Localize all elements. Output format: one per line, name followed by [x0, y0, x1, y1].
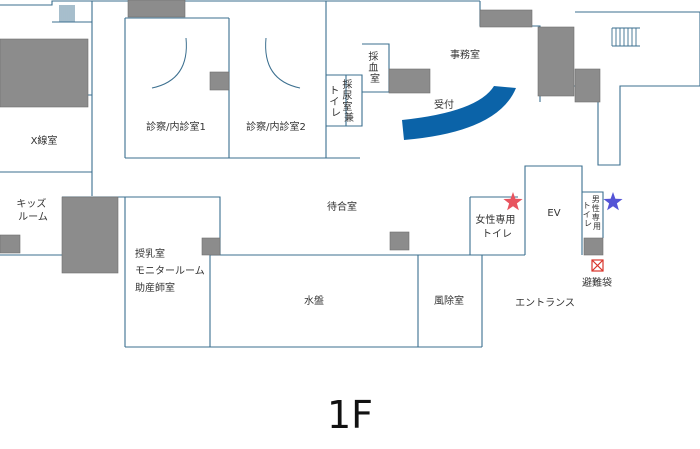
pillars — [0, 0, 604, 274]
room-label-urine-toilet: ト イ レ — [329, 86, 342, 119]
staircase-left — [52, 5, 92, 23]
pillar — [388, 68, 431, 94]
door-swing-exam2 — [265, 37, 301, 89]
floor-label: 1F — [327, 393, 373, 437]
room-label-kids: キッズ ルーム — [16, 197, 49, 223]
pillar — [583, 237, 604, 256]
label-evacuation-bag: 避難袋 — [582, 276, 612, 289]
evacuation-bag-icon — [591, 259, 604, 272]
pillar — [0, 234, 21, 254]
pillar — [574, 68, 601, 103]
staircase-right — [611, 27, 640, 47]
room-label-men-toilet: ト イ レ — [583, 201, 594, 228]
star-icon — [603, 192, 623, 211]
room-label-urine-room: 採 尿 室 兼 — [342, 78, 355, 124]
room-label-exam1: 診察/内診室1 — [146, 120, 206, 133]
room-label-nursing: 授乳室 モニタールーム 助産師室 — [135, 247, 208, 294]
pillar — [537, 26, 575, 97]
room-label-men-restroom: 男 性 専 用 — [592, 195, 603, 231]
room-label-office: 事務室 — [450, 48, 480, 61]
room-label-reception: 受付 — [434, 98, 454, 111]
room-label-water-basin: 水盤 — [304, 294, 324, 307]
room-label-women-restroom: 女性専用 トイレ — [475, 213, 518, 240]
room-label-windbreak: 風除室 — [434, 294, 464, 307]
room-label-blood: 採 血 室 — [368, 50, 381, 85]
walls — [0, 0, 700, 348]
pillar — [479, 9, 533, 28]
room-label-exam2: 診察/内診室2 — [246, 120, 306, 133]
room-label-ev: EV — [547, 208, 560, 219]
star-icon — [503, 192, 523, 211]
reception-counter — [402, 86, 516, 140]
pillar — [389, 231, 410, 251]
pillar — [61, 196, 119, 274]
room-label-xray: X線室 — [31, 134, 58, 147]
pillar — [201, 237, 221, 256]
door-swing-exam1 — [151, 37, 187, 89]
pillar — [209, 71, 230, 91]
room-label-entrance: エントランス — [515, 297, 575, 309]
pillar — [0, 38, 89, 108]
room-label-waiting: 待合室 — [327, 200, 357, 213]
pillar — [127, 0, 186, 18]
